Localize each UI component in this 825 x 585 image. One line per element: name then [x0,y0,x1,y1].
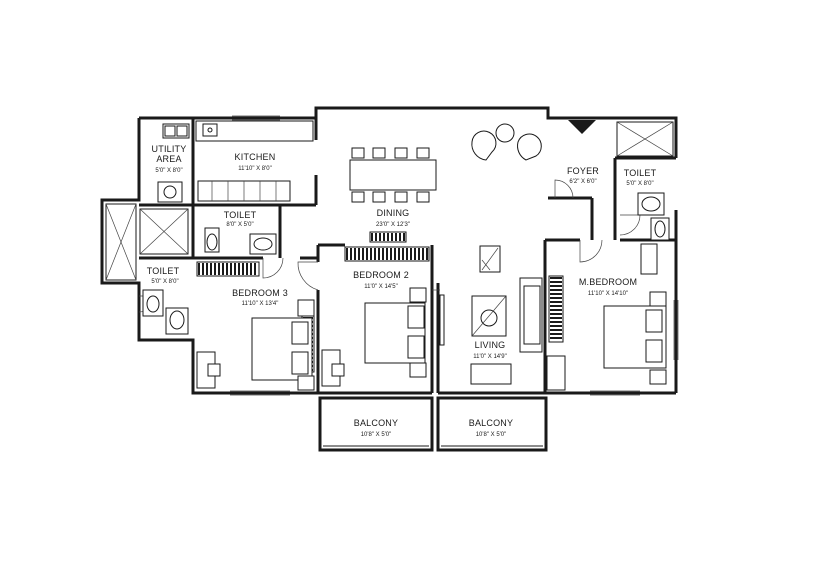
interior-walls [137,118,676,393]
mbedroom-wardrobe [548,275,564,343]
mbedroom-dim: 11'10" X 14'10" [588,291,628,297]
dining-dim: 23'0" X 12'3" [376,222,410,228]
balcony-right-dim: 10'8" X 5'0" [476,432,507,438]
bedroom2-wardrobe [344,246,430,262]
kitchen-dim: 11'10" X 8'0" [238,166,271,172]
mbedroom-furniture [546,243,667,391]
balconies [318,396,548,452]
kitchen-toilet-fixtures [204,227,277,255]
windows [230,115,679,396]
left-toilet-name: TOILET [147,266,180,276]
dining-console [369,231,407,243]
kitchen-toilet-dim: 8'0" X 5'0" [226,222,253,228]
bedroom3-name: BEDROOM 3 [232,288,288,298]
duct-shafts [105,121,674,281]
mbedroom-name: M.BEDROOM [579,277,637,287]
left-toilet-dim: 5'0" X 8'0" [151,279,178,285]
utility-name-1: UTILITY [152,144,187,154]
bedroom3-wardrobe [196,261,260,277]
left-toilet-fixtures [142,289,189,335]
kitchen-counter [195,120,314,202]
foyer-name: FOYER [567,166,599,176]
right-toilet-fixtures [637,192,670,241]
lounge-chairs [471,123,542,161]
kitchen-name: KITCHEN [235,152,276,162]
bedroom3-dim: 11'10" X 13'4" [242,301,279,307]
living-furniture [439,245,543,385]
right-toilet-name: TOILET [624,168,657,178]
utility-dim: 5'0" X 8'0" [155,168,182,174]
right-toilet-dim: 5'0" X 8'0" [626,181,653,187]
bedroom3-furniture [196,299,315,391]
room-labels: UTILITY AREA 5'0" X 8'0" KITCHEN 11'10" … [147,144,657,438]
kitchen-toilet-name: TOILET [224,210,257,220]
bedroom2-furniture [321,287,427,387]
utility-fixtures [157,123,190,203]
living-dim: 11'0" X 14'9" [473,354,506,360]
dining-table [349,147,437,203]
bedroom2-dim: 11'0" X 14'5" [364,284,397,290]
balcony-left-name: BALCONY [354,418,398,428]
utility-name-2: AREA [156,154,181,164]
entrance-arrow-icon [568,120,596,134]
dining-name: DINING [377,208,410,218]
balcony-right-name: BALCONY [469,418,513,428]
living-name: LIVING [475,340,506,350]
balcony-left-dim: 10'8" X 5'0" [361,432,392,438]
bedroom2-name: BEDROOM 2 [353,270,409,280]
foyer-dim: 6'2" X 6'0" [569,179,596,185]
